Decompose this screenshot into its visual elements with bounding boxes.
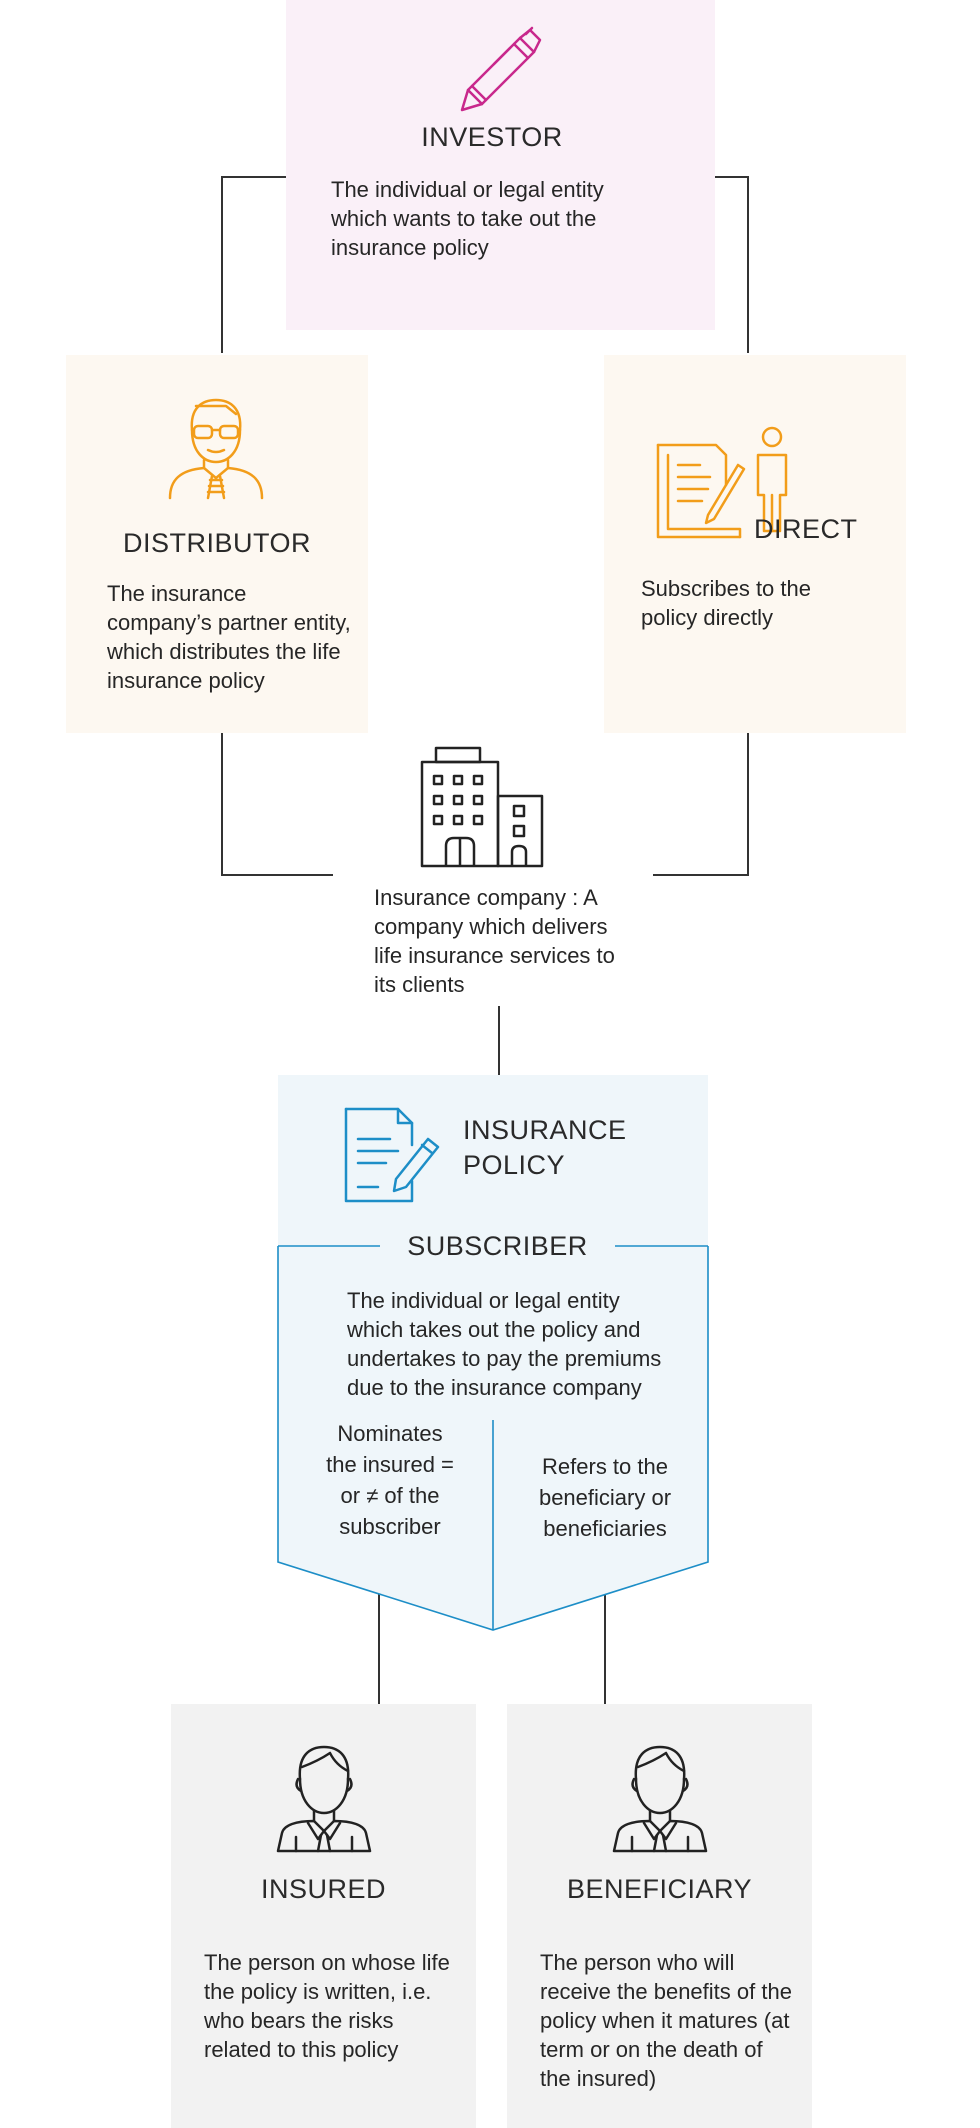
direct-description: Subscribes to the policy directly: [641, 576, 811, 630]
distributor-description: The insurance company’s partner entity, …: [107, 581, 351, 693]
connector-investor-left: [221, 176, 287, 178]
direct-title: DIRECT: [754, 514, 858, 544]
person-icon: [612, 1745, 708, 1853]
connector-investor-right: [715, 176, 749, 178]
person-icon: [276, 1745, 372, 1853]
businessman-icon: [168, 398, 264, 500]
connector-investor-right-down: [747, 176, 749, 353]
investor-title: INVESTOR: [421, 122, 563, 152]
distributor-title: DISTRIBUTOR: [122, 528, 311, 558]
contract-pen-icon: [344, 1107, 440, 1203]
insurance-policy-title-line2: POLICY: [463, 1150, 566, 1180]
connector-investor-left-down: [221, 176, 223, 353]
beneficiary-box: [507, 1704, 812, 2128]
insured-title: INSURED: [260, 1874, 386, 1904]
document-signing-person-icon: [656, 426, 788, 539]
connector-direct-to-company: [653, 874, 749, 876]
insured-box: [171, 1704, 476, 2128]
direct-box: [604, 355, 906, 733]
subscriber-description: The individual or legal entity which tak…: [347, 1288, 662, 1400]
insurance-policy-title-line1: INSURANCE: [463, 1115, 627, 1145]
office-building-icon: [420, 746, 544, 868]
subscriber-nominates: Nominates the insured = or ≠ of the subs…: [326, 1421, 454, 1539]
insured-description: The person on whose life the policy is w…: [204, 1950, 450, 2062]
subscriber-refers: Refers to the beneficiary or beneficiari…: [538, 1454, 672, 1541]
pen-icon: [460, 26, 542, 112]
beneficiary-description: The person who will receive the benefits…: [540, 1950, 792, 2091]
beneficiary-title: BENEFICIARY: [566, 1874, 753, 1904]
connector-subscriber-to-beneficiary: [604, 1594, 606, 1704]
investor-box: [286, 0, 715, 330]
connector-direct-down: [747, 733, 749, 876]
policy-subscriber-panel: [277, 1075, 709, 1631]
subscriber-title: SUBSCRIBER: [407, 1231, 588, 1261]
connector-distributor-down: [221, 733, 223, 876]
connector-subscriber-to-insured: [378, 1594, 380, 1704]
investor-description: The individual or legal entity which wan…: [331, 177, 604, 260]
connector-distributor-to-company: [221, 874, 333, 876]
insurance-company-description: Insurance company : A company which deli…: [374, 885, 615, 997]
distributor-box: [66, 355, 368, 733]
connector-company-to-policy: [498, 1006, 500, 1075]
